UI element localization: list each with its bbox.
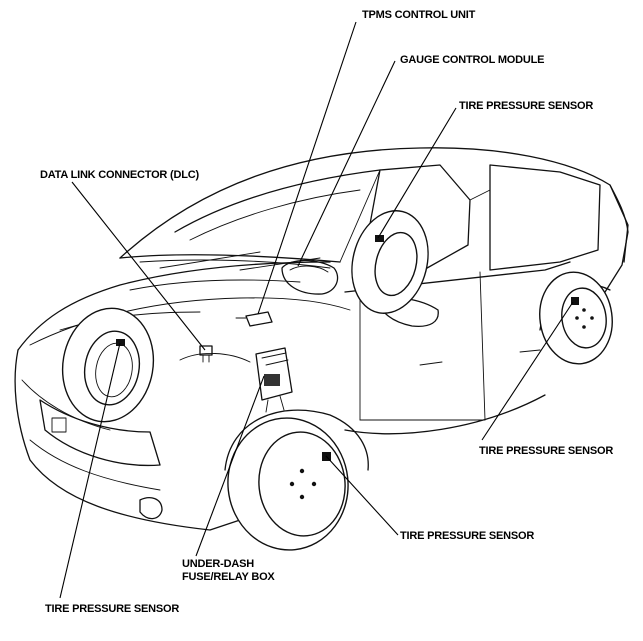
under-dash-fuse-box	[255, 347, 293, 413]
leader-under-dash-fuse-box	[195, 375, 265, 557]
front-right-wheel	[227, 417, 349, 551]
leader-tire-sensor-front-right	[325, 455, 399, 536]
label-tire-pressure-sensor-right: TIRE PRESSURE SENSOR	[479, 445, 614, 457]
label-under-dash: UNDER-DASH	[182, 558, 254, 570]
label-fuse-relay-box: FUSE/RELAY BOX	[182, 571, 275, 583]
leader-lines	[59, 21, 574, 599]
top-tire	[351, 210, 429, 314]
leader-tire-sensor-top	[377, 107, 457, 239]
leader-dlc	[71, 181, 206, 351]
rear-wheel	[539, 271, 613, 365]
label-tire-pressure-sensor-front-right: TIRE PRESSURE SENSOR	[400, 530, 535, 542]
gauge-control-module	[281, 259, 339, 295]
leader-tire-sensor-bottom	[59, 342, 121, 599]
car-body	[14, 147, 629, 531]
leader-gauge-control-module	[297, 60, 396, 267]
label-tire-pressure-sensor-top: TIRE PRESSURE SENSOR	[459, 100, 594, 112]
label-tpms-control-unit: TPMS CONTROL UNIT	[362, 9, 476, 21]
label-data-link-connector: DATA LINK CONNECTOR (DLC)	[40, 169, 199, 181]
leader-tire-sensor-right	[481, 301, 574, 441]
label-tire-pressure-sensor-bottom: TIRE PRESSURE SENSOR	[45, 603, 180, 615]
front-left-tire	[61, 307, 155, 423]
label-gauge-control-module: GAUGE CONTROL MODULE	[400, 54, 545, 66]
tpms-control-unit	[235, 311, 273, 327]
dlc-connector	[199, 345, 213, 363]
leader-tpms-control-unit	[257, 21, 357, 315]
